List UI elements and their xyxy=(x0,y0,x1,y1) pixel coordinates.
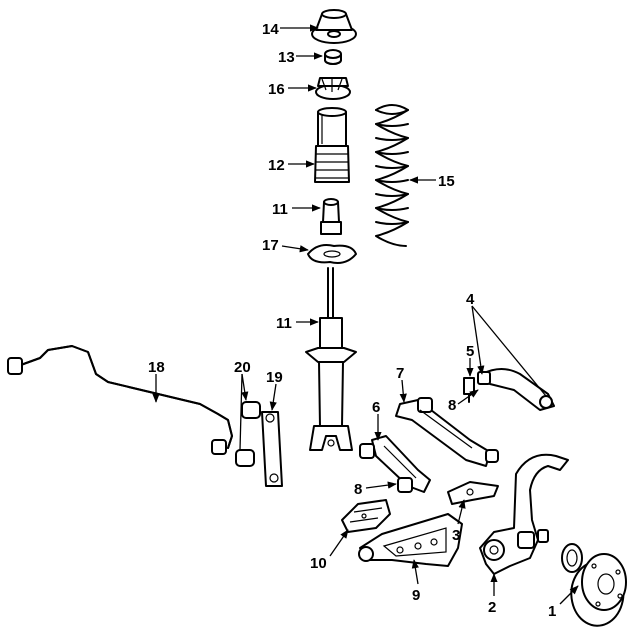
callout-label-12: 11 xyxy=(272,201,288,218)
callout-label-19: 18 xyxy=(148,359,165,376)
lower-spring-seat-part xyxy=(307,244,357,264)
callout-label-6: 6 xyxy=(372,399,380,416)
callout-label-11: 11 xyxy=(276,315,292,332)
upper-arm-part xyxy=(477,368,555,411)
callout-label-8-upper: 8 xyxy=(448,397,456,414)
callout-label-4: 4 xyxy=(466,291,475,308)
coil-spring-part xyxy=(375,104,409,247)
lower-control-arm-part xyxy=(358,513,463,567)
callout-label-2: 2 xyxy=(488,599,496,616)
callout-labels: 14 13 16 12 11 17 15 11 18 20 19 4 5 8 7… xyxy=(148,21,556,620)
bushing-part xyxy=(235,401,261,467)
callout-label-9: 9 xyxy=(412,587,420,604)
mount-nut-part xyxy=(324,49,342,65)
callout-label-8-lower: 8 xyxy=(354,481,362,498)
bump-stop-part xyxy=(320,198,342,235)
mount-plate-part xyxy=(341,499,391,533)
control-arm-part xyxy=(359,435,431,493)
callout-label-14: 13 xyxy=(278,49,295,66)
stabilizer-bar-part xyxy=(7,345,233,455)
callout-label-7: 7 xyxy=(396,365,404,382)
callout-label-18: 17 xyxy=(262,237,279,254)
callout-label-16: 15 xyxy=(438,173,455,190)
bolt-part xyxy=(463,377,475,403)
callout-label-17: 16 xyxy=(268,81,285,98)
callout-label-21: 20 xyxy=(234,359,251,376)
callout-label-13: 12 xyxy=(268,157,285,174)
callout-label-3: 3 xyxy=(452,527,460,544)
knuckle-part xyxy=(479,453,569,575)
upper-mount-part xyxy=(311,9,357,44)
dust-boot-part xyxy=(314,107,350,183)
callout-label-15: 14 xyxy=(262,21,279,38)
bracket-part xyxy=(447,481,499,505)
callout-label-20: 19 xyxy=(266,369,283,386)
callout-label-10: 10 xyxy=(310,555,327,572)
shock-absorber-part xyxy=(305,267,357,451)
spring-seat-part xyxy=(315,77,351,100)
callout-label-5: 5 xyxy=(466,343,474,360)
leader-lines xyxy=(152,24,579,605)
callout-label-1: 1 xyxy=(548,603,556,620)
hub-bearing-part xyxy=(561,543,627,627)
compensator-arm-part xyxy=(395,397,499,467)
stabilizer-link-part xyxy=(261,411,283,487)
